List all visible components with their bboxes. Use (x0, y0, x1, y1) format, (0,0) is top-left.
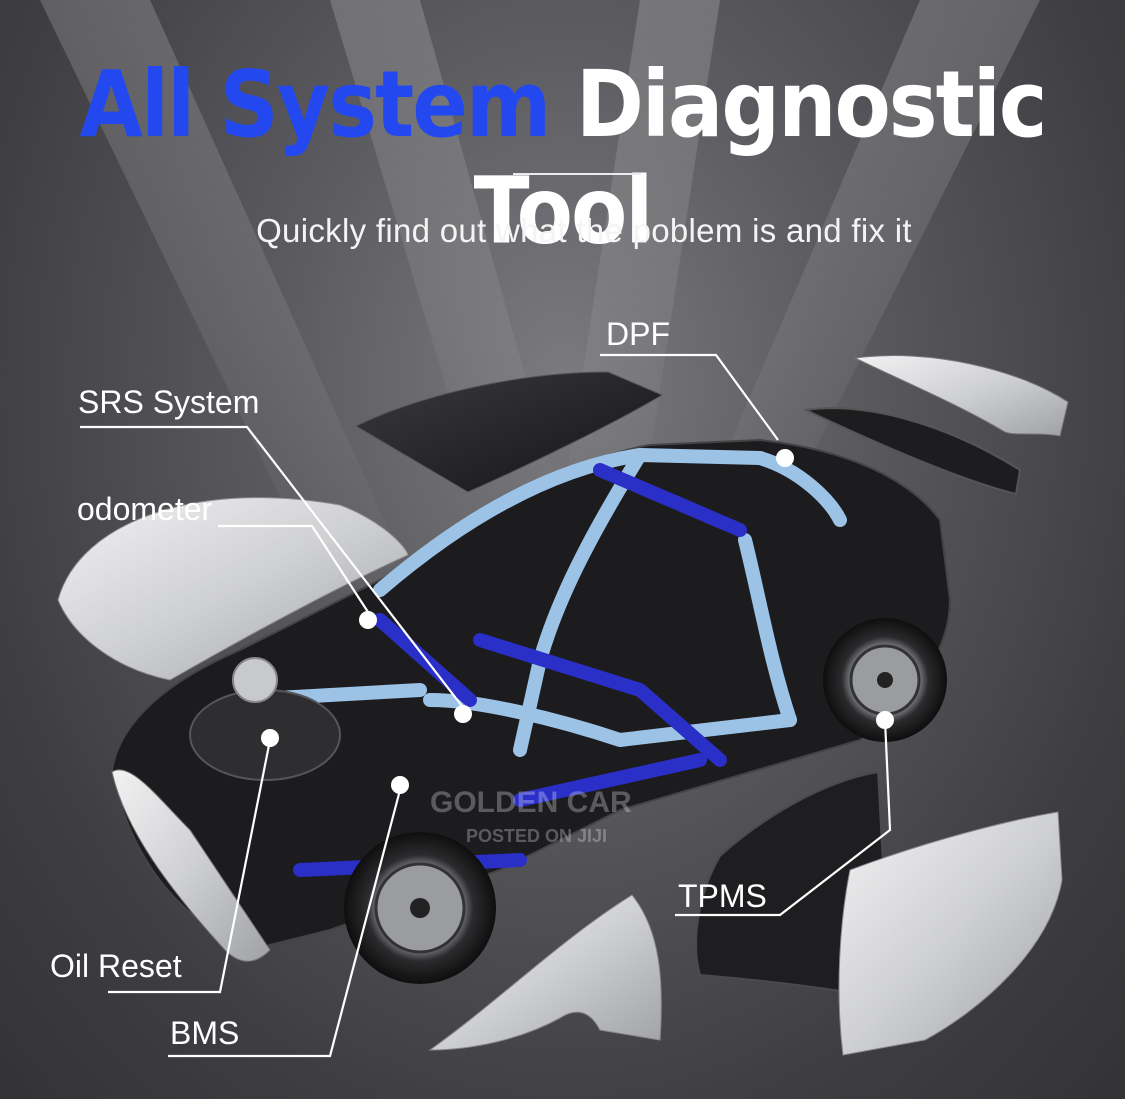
callout-lines (80, 353, 892, 1058)
callout-dpf: DPF (606, 316, 670, 352)
rear-wheel (823, 618, 947, 742)
callout-tpms: TPMS (678, 878, 767, 914)
front-wheel (344, 832, 496, 984)
callout-dots (261, 449, 894, 794)
bms-leader (168, 789, 402, 1058)
callout-bms: BMS (170, 1015, 240, 1051)
watermark-source: POSTED ON JIJI (466, 826, 608, 846)
oil-reset-leader (108, 739, 272, 994)
title-rest: Diagnostic Tool (473, 52, 1048, 265)
callout-odometer: odometer (77, 491, 213, 527)
oil-reset-dot (261, 729, 279, 747)
callout-srs-system: SRS System (78, 384, 260, 420)
rear-lid-panel (853, 355, 1069, 437)
dpf-leader (600, 353, 779, 441)
front-bumper (111, 769, 271, 962)
callout-oil-reset: Oil Reset (50, 948, 182, 984)
srs-leader (80, 425, 466, 711)
fender-panel (428, 894, 662, 1051)
roof-panel (354, 371, 664, 493)
odometer-dot (359, 611, 377, 629)
odometer-leader (218, 524, 369, 613)
title-divider (513, 173, 641, 175)
watermark-brand: GOLDEN CAR (430, 786, 632, 819)
tpms-dot (876, 711, 894, 729)
dpf-dot (776, 449, 794, 467)
door-inner-panel (695, 770, 886, 1002)
page-subtitle: Quickly find out what the poblem is and … (256, 212, 912, 249)
title-highlight: All System (79, 52, 552, 159)
rear-inner-panel (802, 407, 1022, 496)
tpms-leader (675, 719, 892, 917)
srs-dot (454, 705, 472, 723)
door-outer-panel (838, 811, 1063, 1056)
turbo (232, 657, 278, 703)
hood-panel (57, 497, 409, 681)
bms-dot (391, 776, 409, 794)
page-title: All System Diagnostic Tool (0, 52, 1125, 265)
